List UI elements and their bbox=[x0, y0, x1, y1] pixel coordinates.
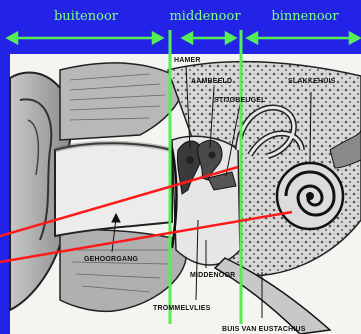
zone-title-inner-ear: binnenoor bbox=[265, 9, 345, 24]
label-middenoor: MIDDENOOR bbox=[190, 272, 235, 279]
zone-arrows bbox=[8, 33, 359, 43]
label-buis-van-eustachius: BUIS VAN EUSTACHIUS bbox=[222, 326, 306, 333]
label-gehoorgang: GEHOORGANG bbox=[84, 256, 138, 263]
label-hamer: HAMER bbox=[174, 57, 201, 64]
zone-title-middle-ear: middenoor bbox=[165, 9, 245, 24]
label-slakkehuis: SLAKKEHUIS bbox=[288, 78, 336, 85]
label-trommelvlies: TROMMELVLIES bbox=[153, 305, 211, 312]
zone-title-outer-ear: buitenoor bbox=[38, 9, 134, 24]
label-stijgbeugel: STIJGBEUGEL bbox=[214, 97, 266, 104]
label-aambeeld: AAMBEELD bbox=[191, 78, 232, 85]
cochlea bbox=[277, 163, 343, 229]
